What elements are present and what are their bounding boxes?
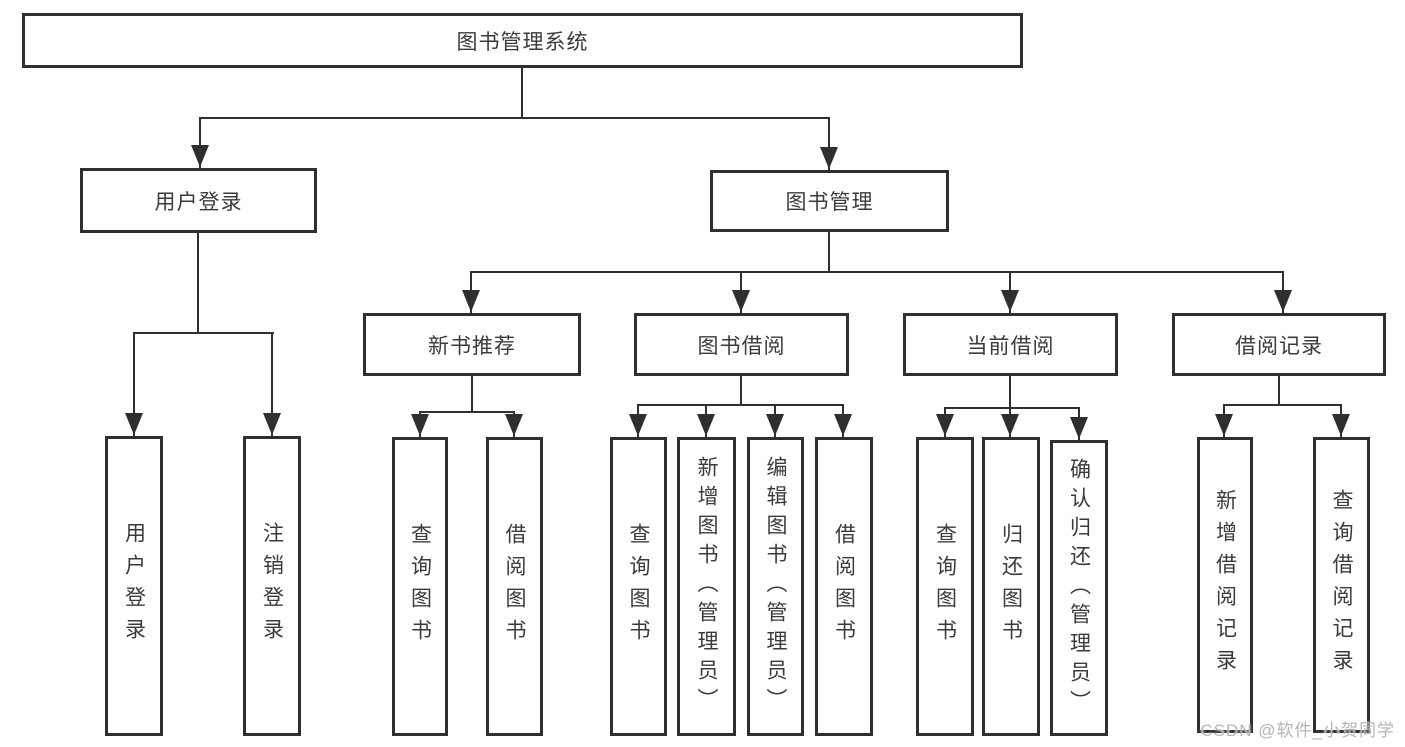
connector-segment [740,376,742,405]
connector-segment [1009,376,1011,408]
connector-segment [828,232,830,272]
node-nbr-borrow-books: 借阅图书 [486,437,543,736]
node-label: 图书管理系统 [456,30,589,54]
node-label: 用户登录 [154,190,243,214]
connector-segment [419,411,515,413]
arrow-down-icon [125,413,143,435]
node-cb-query-books: 查询图书 [916,437,974,736]
arrow-down-icon [263,413,281,435]
arrow-down-icon [766,414,784,436]
node-label: 查询图书 [933,522,957,651]
node-logout: 注销登录 [243,436,301,736]
connector-segment [199,117,201,168]
node-label: 查询图书 [627,522,650,651]
node-label: 借阅图书 [832,522,856,651]
node-label: 查询图书 [408,522,432,651]
arrow-down-icon [1001,290,1019,312]
node-nbr-query-books: 查询图书 [392,437,448,736]
node-label: 借阅记录 [1235,334,1323,358]
node-bb-add-books: 新增图书（管理员） [677,437,736,736]
arrow-down-icon [936,414,954,436]
arrow-down-icon [191,145,209,167]
connector-segment [133,332,135,436]
arrow-down-icon [1070,417,1088,439]
node-bb-borrow-books: 借阅图书 [815,437,873,736]
node-new-book-recommend: 新书推荐 [363,313,581,376]
arrow-down-icon [629,414,647,436]
connector-segment [199,117,830,119]
node-bb-edit-books: 编辑图书（管理员） [747,437,804,736]
arrow-down-icon [820,147,838,169]
arrow-down-icon [1274,290,1292,312]
connector-segment [1278,376,1280,405]
node-label: 新增借阅记录 [1213,489,1237,681]
node-label: 图书管理 [785,191,874,214]
arrow-down-icon [1001,414,1019,436]
connector-segment [197,233,199,333]
node-library-management-system: 图书管理系统 [22,13,1023,68]
arrow-down-icon [1215,414,1233,436]
node-br-add-record: 新增借阅记录 [1197,437,1253,733]
node-label: 新增图书（管理员） [695,456,718,717]
node-label: 确认归还（管理员） [1067,457,1091,719]
node-user-login-leaf: 用户登录 [105,436,163,736]
node-label: 编辑图书（管理员） [764,456,787,717]
node-label: 图书借阅 [697,334,786,358]
node-label: 用户登录 [122,522,146,650]
node-label: 借阅图书 [503,522,526,651]
connector-segment [944,407,1080,409]
csdn-watermark: CSDN @软件_小贺同学 [1200,721,1395,740]
arrow-down-icon [697,414,715,436]
node-user-login: 用户登录 [80,168,317,233]
arrow-down-icon [732,290,750,312]
connector-segment [470,271,1284,273]
node-br-query-record: 查询借阅记录 [1313,437,1370,733]
node-label: 注销登录 [260,522,284,650]
connector-segment [1223,404,1342,406]
connector-segment [133,332,274,334]
node-label: 新书推荐 [428,334,516,358]
connector-segment [271,332,273,436]
node-current-borrow: 当前借阅 [903,313,1118,376]
node-cb-confirm-return: 确认归还（管理员） [1050,440,1108,736]
node-label: 当前借阅 [966,334,1055,358]
arrow-down-icon [411,414,429,436]
arrow-down-icon [834,414,852,436]
node-cb-return-books: 归还图书 [982,437,1040,736]
node-label: 归还图书 [999,522,1023,651]
node-borrow-records: 借阅记录 [1172,313,1386,376]
node-label: 查询借阅记录 [1330,489,1353,681]
arrow-down-icon [462,290,480,312]
connector-segment [828,117,830,170]
connector-segment [521,68,523,118]
node-book-borrow: 图书借阅 [634,313,849,376]
node-bb-query-books: 查询图书 [610,437,667,736]
arrow-down-icon [1332,414,1350,436]
node-book-management: 图书管理 [710,170,949,232]
connector-segment [471,376,473,412]
connector-segment [637,404,844,406]
arrow-down-icon [505,414,523,436]
